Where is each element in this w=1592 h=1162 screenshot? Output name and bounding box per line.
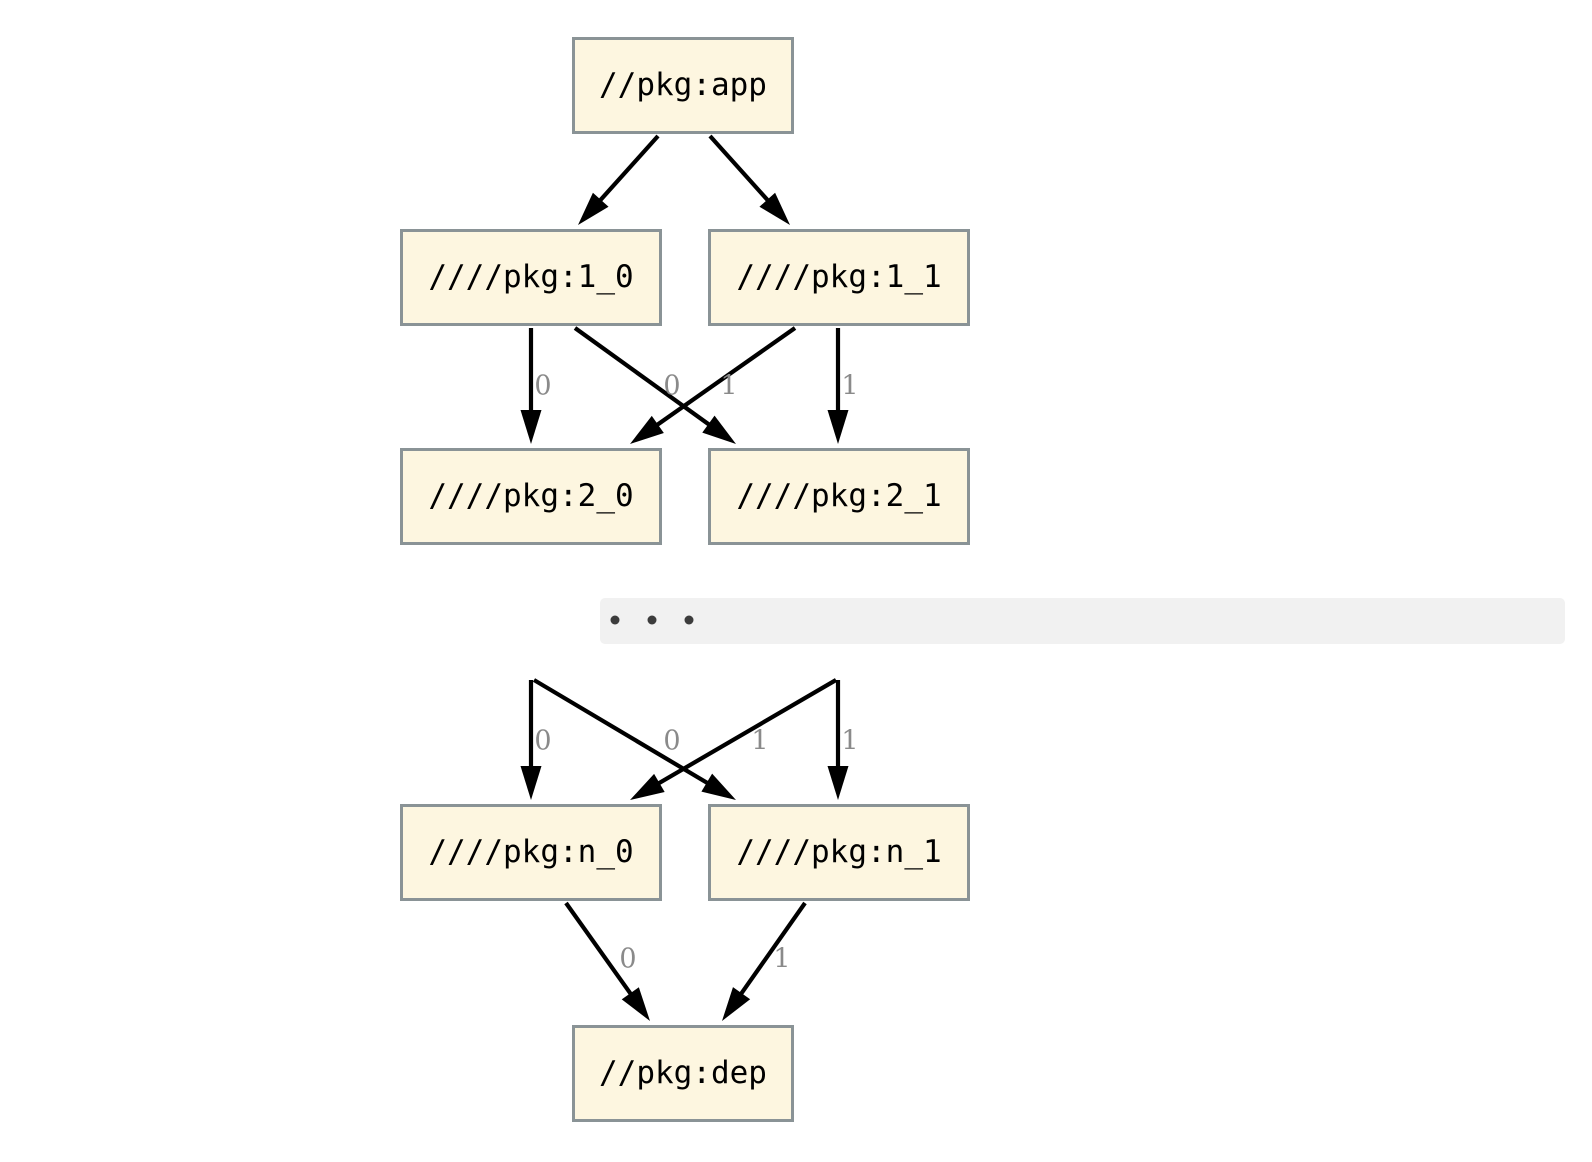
ellipsis-dot-2 [684,615,694,625]
node-n2_1-label: ////pkg:2_1 [736,478,941,514]
ellipsis-dot-1 [647,615,657,625]
node-dep-box[interactable] [572,1025,794,1122]
edge-src-to-nn_0-label: 1 [751,726,768,757]
ellipsis-dot-0 [610,615,620,625]
edge-nn_1-to-dep-arrowhead [722,987,751,1021]
edge-nn_0-to-dep-arrowhead [621,987,650,1021]
node-dep[interactable]: //pkg:dep [572,1025,794,1122]
node-app[interactable]: //pkg:app [572,37,794,134]
nodes-layer: //pkg:app ////pkg:1_0 ////pkg:1_1 ////pkg:2… [400,37,970,1122]
edge-n1_1-to-n2_1-label: 1 [841,371,858,402]
edge-app-to-n1_0 [595,134,660,206]
node-nn_0-box[interactable] [400,804,662,901]
edge-nn_0-to-dep-label: 0 [619,944,636,975]
edge-src-to-nn_0-arrowhead [630,773,665,800]
node-app-label: //pkg:app [599,67,767,103]
edge-n1_1-to-n2_0-label: 1 [720,371,737,402]
edge-src-to-nn_0-label: 0 [534,726,551,757]
node-nn_0[interactable]: ////pkg:n_0 [400,804,662,901]
edge-n1_0-to-n2_0-label: 0 [534,371,551,402]
node-n2_0[interactable]: ////pkg:2_0 [400,448,662,545]
node-n2_1-box[interactable] [708,448,970,545]
edge-app-to-n1_1 [708,134,773,206]
node-nn_1[interactable]: ////pkg:n_1 [708,804,970,901]
ellipsis-band [600,598,1565,644]
edge-app-to-n1_0-arrowhead [578,192,609,225]
node-nn_1-label: ////pkg:n_1 [736,834,941,870]
edge-n1_0-to-n2_1-arrowhead [702,415,736,444]
node-n2_0-box[interactable] [400,448,662,545]
node-nn_0-label: ////pkg:n_0 [428,834,633,870]
ellipsis-separator [600,598,1565,644]
edge-src-to-nn_1-arrowhead [701,773,736,800]
edge-labels-layer: 0 0 1 1 0 0 1 1 0 1 [534,371,858,975]
edge-n1_0-to-n2_0-arrowhead [520,410,542,444]
node-n1_1-box[interactable] [708,229,970,326]
node-n1_0-label: ////pkg:1_0 [428,259,633,295]
edge-nn_1-to-dep [736,901,807,1000]
edge-nn_1-to-dep-label: 1 [773,944,790,975]
edge-n1_0-to-n2_1-label: 0 [663,371,680,402]
node-n1_1[interactable]: ////pkg:1_1 [708,229,970,326]
node-nn_1-box[interactable] [708,804,970,901]
node-n2_1[interactable]: ////pkg:2_1 [708,448,970,545]
edge-src-to-nn_1-label: 1 [841,726,858,757]
edge-n1_1-to-n2_0 [651,326,797,430]
edge-n1_1-to-n2_0-arrowhead [630,415,664,444]
node-app-box[interactable] [572,37,794,134]
edge-src-to-nn_0-arrowhead [520,766,542,800]
node-n1_0-box[interactable] [400,229,662,326]
node-n2_0-label: ////pkg:2_0 [428,478,633,514]
node-n1_0[interactable]: ////pkg:1_0 [400,229,662,326]
edge-src-to-nn_0 [653,678,838,788]
edge-src-to-nn_1-arrowhead [827,766,849,800]
edge-n1_0-to-n2_1 [573,326,715,430]
node-n1_1-label: ////pkg:1_1 [736,259,941,295]
edge-src-to-nn_1-label: 0 [663,726,680,757]
edge-app-to-n1_1-arrowhead [759,192,790,225]
edge-nn_0-to-dep [564,901,636,1000]
node-dep-label: //pkg:dep [599,1055,767,1091]
edges-layer [520,134,849,1021]
edge-n1_1-to-n2_1-arrowhead [827,410,849,444]
